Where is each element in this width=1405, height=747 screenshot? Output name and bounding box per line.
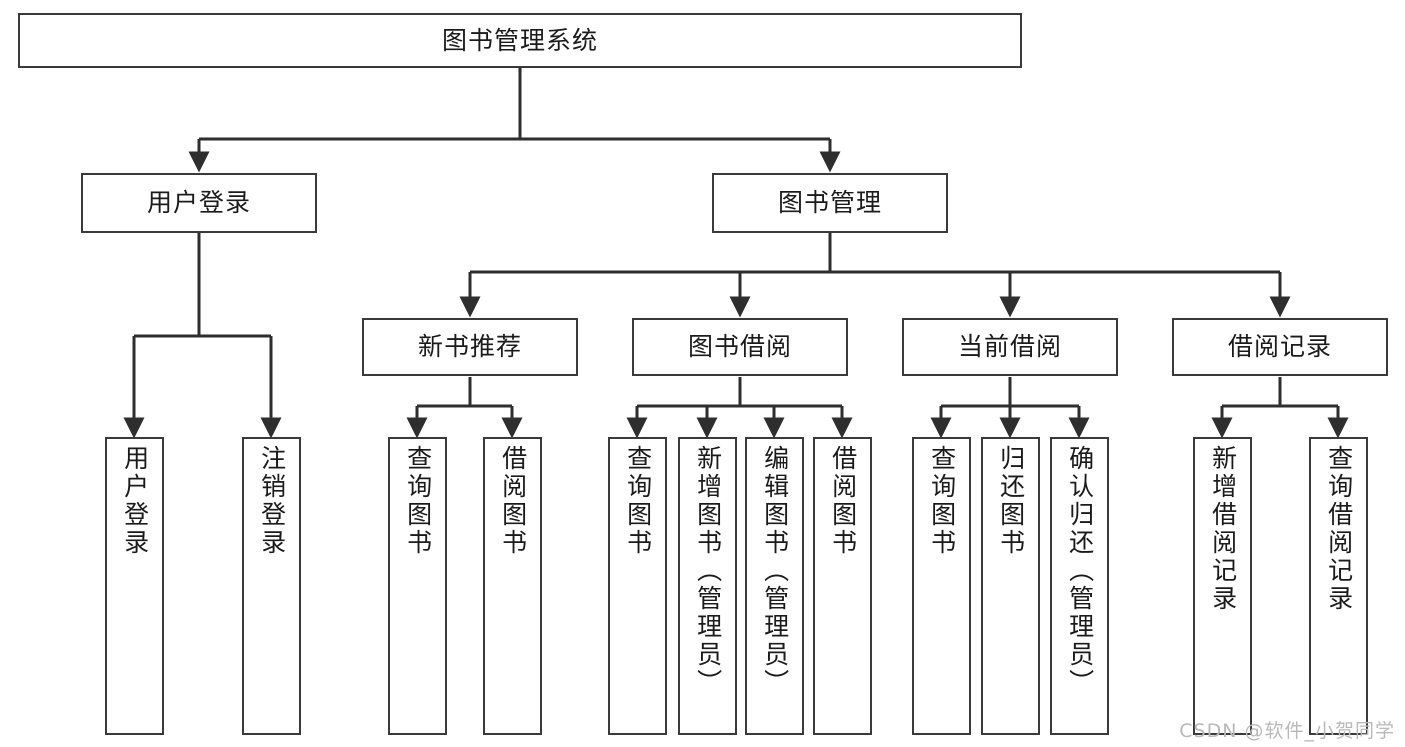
leaf-query-borrow-record[interactable]: 查询借阅记录	[1309, 437, 1368, 735]
node-book-management[interactable]: 图书管理	[712, 173, 948, 233]
leaf-edit-book-admin[interactable]: 编辑图书（管理员）	[745, 437, 804, 735]
leaf-return-book[interactable]: 归还图书	[981, 437, 1040, 735]
leaf-query-book-borrow[interactable]: 查询图书	[608, 437, 667, 735]
node-label: 查询图书	[927, 445, 957, 557]
leaf-borrow-book[interactable]: 借阅图书	[813, 437, 872, 735]
node-label: 注销登录	[257, 445, 287, 557]
node-label: 确认归还（管理员）	[1065, 445, 1095, 697]
node-label: 归还图书	[996, 445, 1026, 557]
leaf-logout[interactable]: 注销登录	[242, 437, 301, 735]
node-label: 借阅图书	[828, 445, 858, 557]
node-label: 当前借阅	[957, 332, 1062, 362]
leaf-user-login[interactable]: 用户登录	[105, 437, 164, 735]
node-label: 新书推荐	[417, 332, 522, 362]
node-label: 查询图书	[403, 445, 433, 557]
node-label: 新增借阅记录	[1208, 445, 1238, 613]
node-label: 借阅记录	[1227, 332, 1332, 362]
leaf-add-book-admin[interactable]: 新增图书（管理员）	[678, 437, 737, 735]
node-root[interactable]: 图书管理系统	[18, 13, 1022, 68]
node-label: 图书管理	[777, 188, 882, 218]
leaf-borrow-book-recommend[interactable]: 借阅图书	[483, 437, 542, 735]
node-label: 查询借阅记录	[1324, 445, 1354, 613]
node-new-book-recommend[interactable]: 新书推荐	[362, 318, 578, 376]
node-label: 用户登录	[146, 188, 251, 218]
node-label: 查询图书	[623, 445, 653, 557]
leaf-query-book-recommend[interactable]: 查询图书	[388, 437, 447, 735]
leaf-confirm-return-admin[interactable]: 确认归还（管理员）	[1050, 437, 1109, 735]
node-user-login[interactable]: 用户登录	[81, 173, 317, 233]
node-label: 图书借阅	[687, 332, 792, 362]
node-label: 图书管理系统	[441, 25, 598, 55]
node-label: 用户登录	[120, 445, 150, 557]
node-label: 借阅图书	[498, 445, 528, 557]
node-label: 编辑图书（管理员）	[760, 445, 790, 697]
node-current-borrow[interactable]: 当前借阅	[902, 318, 1118, 376]
leaf-query-book-current[interactable]: 查询图书	[912, 437, 971, 735]
node-book-borrow[interactable]: 图书借阅	[632, 318, 848, 376]
leaf-add-borrow-record[interactable]: 新增借阅记录	[1193, 437, 1252, 735]
node-label: 新增图书（管理员）	[693, 445, 723, 697]
node-borrow-record[interactable]: 借阅记录	[1172, 318, 1388, 376]
watermark-text: CSDN @软件_小贺同学	[1179, 720, 1395, 742]
